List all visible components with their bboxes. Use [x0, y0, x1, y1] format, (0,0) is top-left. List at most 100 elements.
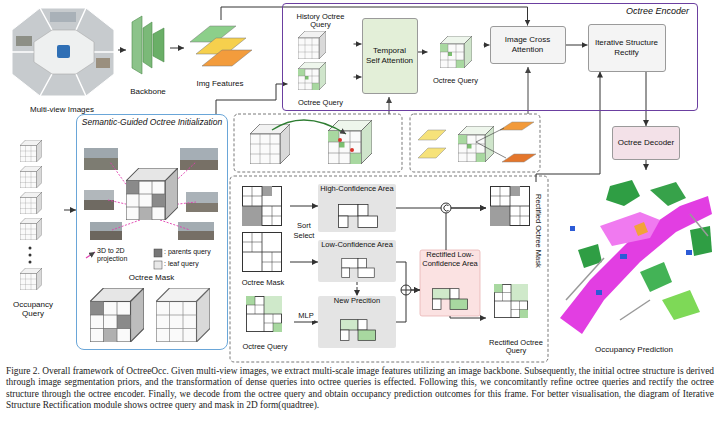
annotation-text: 3D to 2D projection [97, 247, 153, 263]
multi-view-photos [57, 45, 70, 58]
mask-node: Octree Mask [82, 272, 222, 346]
multi-view-photos [12, 8, 114, 96]
connector [170, 48, 184, 49]
image-node: Multi-view Images [6, 4, 118, 114]
node-label: Low-Confidence Area [321, 241, 393, 250]
attention-sketches [410, 114, 540, 172]
query-node: Octree Query [236, 294, 294, 352]
concat-symbol [441, 203, 451, 213]
occupancy-query-cubes [20, 268, 42, 290]
semantic-init-sketch [178, 231, 214, 240]
process-box: Octree Decoder [612, 126, 680, 160]
node-label: Octree Encoder [626, 6, 689, 16]
caption-block: Figure 2. Overall framework of OctreeOcc… [6, 366, 714, 412]
process-box: Image Cross Attention [490, 26, 566, 64]
node-label: Occupancy Query [2, 300, 64, 318]
occupancy-prediction-render [566, 214, 708, 320]
occupancy-query-cubes [20, 166, 42, 188]
node-label: Octree Query [433, 77, 478, 86]
node-label: Octree Query [242, 343, 287, 352]
rectify-sketch [340, 320, 375, 341]
rectify-sketch [246, 296, 282, 332]
occupancy-prediction-render [596, 290, 602, 295]
mask-node: Rectified Octree Mask [486, 182, 544, 282]
attention-sketches [234, 114, 402, 172]
edge-label: MLP [297, 312, 314, 321]
edge-label-anchor: MLP [297, 304, 314, 322]
multi-view-photos [16, 36, 32, 46]
multi-view-photos [96, 58, 110, 68]
attention-sketches [338, 138, 342, 142]
attention-sketches [350, 148, 354, 152]
label-anchor: Sort [290, 222, 318, 231]
node-label: Rectified Octree Mask [533, 194, 542, 268]
area-box: High-Confidence Area [318, 184, 396, 232]
occupancy-query-cubes [20, 140, 42, 162]
node-label: Backbone [130, 87, 166, 96]
query-cubes [298, 62, 326, 90]
semantic-init-sketch [126, 168, 178, 220]
node-label: Image Cross Attention [494, 35, 562, 53]
area-box: Low-Confidence Area [318, 240, 396, 282]
connector [354, 44, 362, 45]
node-label: Temporal Self Attention [366, 46, 414, 64]
concat-symbol [444, 205, 449, 211]
rectify-sketch [494, 284, 528, 318]
encoder-group: Octree EncoderHistory Octree QueryOctree… [282, 3, 698, 111]
occupancy-prediction-render [650, 182, 686, 206]
semantic-init-sketch [180, 148, 218, 170]
connector [118, 50, 126, 51]
rectify-sketch [230, 176, 548, 362]
occupancy-query-cubes [20, 218, 42, 240]
semantic-init-sketch [154, 249, 162, 257]
semantic-init-sketch [108, 162, 196, 230]
prediction-node: Occupancy Prediction [552, 170, 716, 354]
semantic-init-sketch [154, 261, 162, 269]
multi-view-photos [34, 30, 94, 74]
connector [446, 208, 486, 250]
semantic-init-sketch [180, 160, 218, 170]
multi-view-photos [12, 8, 114, 96]
occupancy-prediction-render [560, 196, 712, 334]
connector [484, 45, 490, 46]
attention-sketches [476, 128, 506, 158]
process-box: Iterative Structure Rectify [588, 24, 666, 72]
label-anchor: : leaf query [164, 260, 226, 268]
multi-view-photos [12, 8, 114, 96]
connector [357, 282, 358, 296]
occupancy-prediction-render [606, 180, 640, 206]
occupancy-prediction-render [600, 212, 660, 246]
area-box: New Precition [318, 296, 396, 348]
semantic-init-sketch [84, 200, 114, 210]
attention-sketches [250, 124, 290, 164]
rectify-sketch [242, 186, 282, 226]
node-label: Iterative Structure Rectify [592, 38, 662, 56]
rectify-sketch [339, 205, 378, 228]
rectify-sketch [318, 240, 396, 282]
node-label: Rectified Octree Query [486, 339, 546, 356]
occupancy-prediction-render [620, 254, 627, 259]
connector [64, 210, 76, 211]
feature-node: Img Features [184, 20, 256, 88]
connector [354, 77, 362, 78]
query-node: Octree Query [288, 60, 354, 108]
query-node: Occupancy Query [2, 136, 64, 318]
occupancy-prediction-render [686, 250, 692, 255]
connector [290, 262, 318, 263]
semantic-init-sketch [156, 288, 210, 342]
area-box: Rectified Low-Confidence Area [420, 250, 480, 316]
rectify-sketch [342, 258, 375, 277]
rectify-sketch [230, 176, 548, 362]
connector [290, 206, 318, 207]
occupancy-prediction-render [570, 226, 575, 231]
query-cubes [440, 36, 472, 68]
node-label: Octree Query [298, 99, 343, 108]
node-label: Octree Mask [242, 279, 285, 288]
concat-symbol [441, 203, 451, 213]
backbone-layers [132, 16, 142, 74]
connector [536, 72, 600, 183]
feature-maps [190, 26, 252, 66]
occupancy-query-cubes [29, 247, 32, 250]
query-node: Octree Query [428, 34, 484, 86]
label-anchor: Select [290, 232, 318, 241]
